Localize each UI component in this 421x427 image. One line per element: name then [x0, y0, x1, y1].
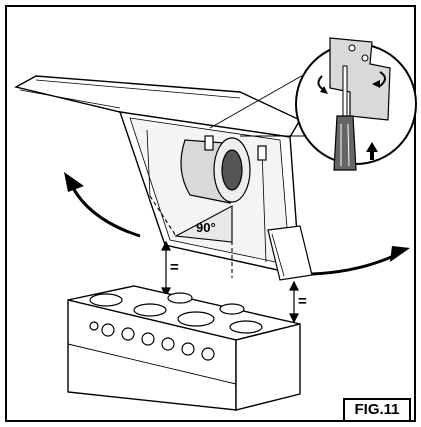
control-knobs — [89, 321, 215, 361]
burners — [89, 292, 263, 334]
angle-indicator — [149, 195, 233, 278]
figure-frame — [5, 5, 416, 422]
detail-circle — [295, 37, 417, 171]
left-arrowhead-icon — [64, 172, 84, 192]
figure-caption: FIG.11 — [343, 398, 411, 422]
right-rotation-arrow — [311, 252, 399, 276]
mounting-bracket — [329, 37, 391, 121]
screwdriver-handle — [333, 115, 357, 171]
stove — [67, 285, 301, 411]
equal-sign-left: = — [170, 259, 179, 276]
right-arrowhead-icon — [390, 246, 410, 262]
rotate-right-icon — [379, 71, 386, 87]
equal-sign-right: = — [298, 293, 307, 310]
motor-unit — [180, 135, 267, 204]
up-arrow-icon — [366, 142, 378, 160]
rotation-arrows — [70, 185, 399, 276]
screwdriver-shaft — [342, 65, 348, 117]
distance-markers — [161, 240, 299, 324]
hood-front-panel — [267, 225, 313, 281]
angle-label: 90° — [196, 220, 216, 235]
left-rotation-arrow — [70, 185, 141, 238]
